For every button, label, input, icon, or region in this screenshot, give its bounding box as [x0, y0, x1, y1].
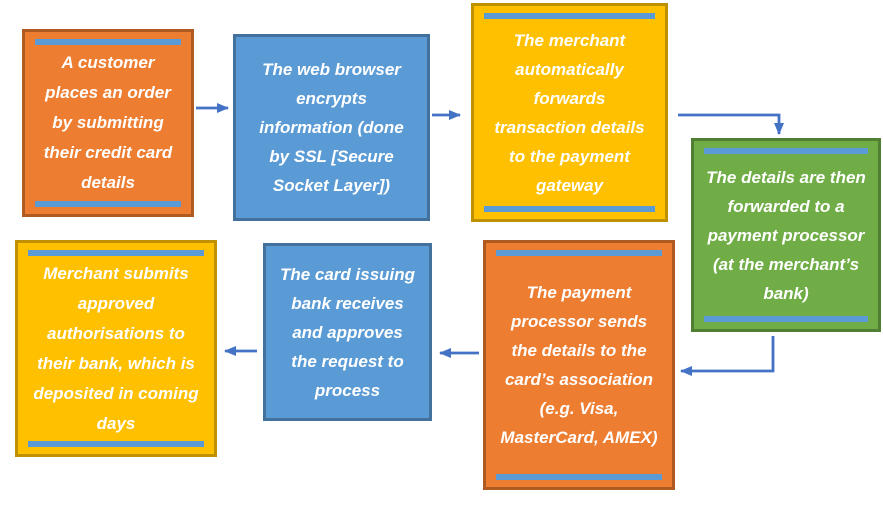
flow-step-payment-processor: The details are then forwarded to a paym… — [691, 138, 881, 332]
accent-line-top — [484, 13, 655, 19]
accent-line-bottom — [35, 201, 181, 207]
flow-step-merchant-forwards: The merchant automatically forwards tran… — [471, 3, 668, 222]
connector-arrow-4-5 — [680, 336, 775, 376]
flow-step-text: The details are then forwarded to a paym… — [706, 167, 866, 303]
flow-step-merchant-submits: Merchant submits approved authorisations… — [15, 240, 217, 457]
flow-step-text: Merchant submits approved authorisations… — [33, 263, 199, 433]
flow-step-text: The merchant automatically forwards tran… — [494, 30, 645, 195]
flow-step-text: The payment processor sends the details … — [500, 283, 658, 447]
flow-step-text: A customer places an order by submitting… — [43, 53, 173, 192]
flow-step-text: The card issuing bank receives and appro… — [279, 264, 416, 400]
flow-step-issuing-bank: The card issuing bank receives and appro… — [263, 243, 432, 421]
flow-step-text: The web browser encrypts information (do… — [259, 60, 404, 195]
accent-line-bottom — [28, 441, 204, 447]
flow-step-customer-order: A customer places an order by submitting… — [22, 29, 194, 217]
flow-step-card-association: The payment processor sends the details … — [483, 240, 675, 490]
accent-line-top — [704, 148, 868, 154]
connector-arrow-3-4 — [678, 113, 784, 135]
accent-line-top — [35, 39, 181, 45]
accent-line-bottom — [484, 206, 655, 212]
accent-line-bottom — [496, 474, 662, 480]
accent-line-top — [496, 250, 662, 256]
accent-line-top — [28, 250, 204, 256]
accent-line-bottom — [704, 316, 868, 322]
flow-step-browser-encrypts: The web browser encrypts information (do… — [233, 34, 430, 221]
